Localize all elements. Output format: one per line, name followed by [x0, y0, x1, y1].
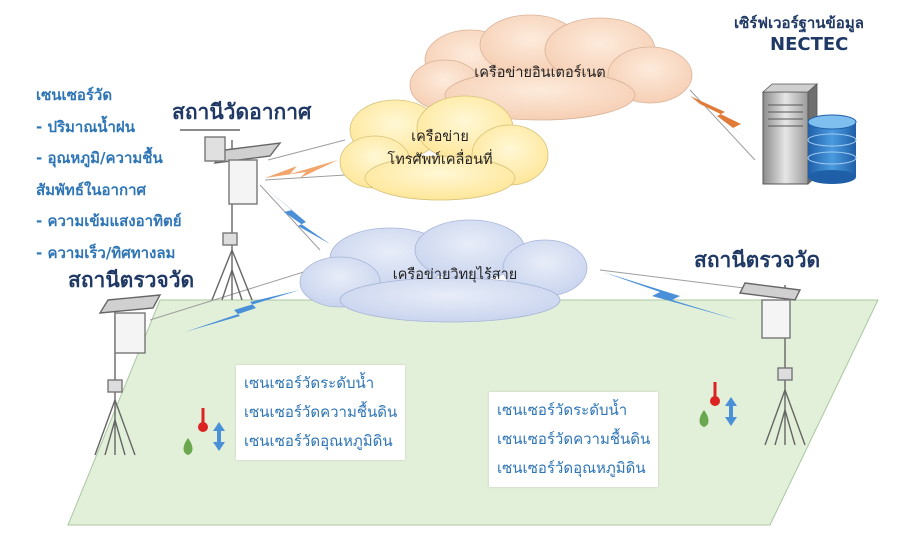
- field-sensor-item: เซนเซอร์วัดระดับน้ำ: [244, 374, 375, 392]
- lightning-bolt-icon: [258, 182, 330, 244]
- server-name: NECTEC: [770, 34, 849, 55]
- water-drop-icon: [183, 438, 193, 455]
- right-monitoring-station-icon: [738, 282, 806, 446]
- server-label: เซิร์ฟเวอร์ฐานข้อมูล: [734, 14, 864, 32]
- field-sensor-item: เซนเซอร์วัดความชื้นดิน: [497, 430, 651, 448]
- weather-sensor-heading: เซนเซอร์วัด: [36, 86, 113, 104]
- weather-sensor-item: สัมพัทธ์ในอากาศ: [36, 180, 147, 199]
- database-icon: [807, 114, 857, 184]
- field-sensor-item: เซนเซอร์วัดระดับน้ำ: [497, 401, 628, 419]
- field-sensor-item: เซนเซอร์วัดความชื้นดิน: [244, 403, 398, 421]
- internet-label: เครือข่ายอินเตอร์เนต: [474, 65, 606, 81]
- level-arrow-icon: [213, 422, 225, 451]
- weather-station-icon: [180, 129, 282, 301]
- field-sensor-card-right: เซนเซอร์วัดระดับน้ำ เซนเซอร์วัดความชื้นด…: [489, 392, 659, 487]
- weather-sensor-item: - ความเข้มแสงอาทิตย์: [36, 212, 182, 230]
- connector-lines: [149, 89, 761, 321]
- left-monitoring-station-icon: [94, 294, 162, 456]
- field-sensor-card-left: เซนเซอร์วัดระดับน้ำ เซนเซอร์วัดความชื้นด…: [236, 365, 406, 460]
- level-arrow-icon: [725, 397, 737, 426]
- weather-sensor-list: เซนเซอร์วัด - ปริมาณน้ำฝน - อุณหภูมิ/ควา…: [36, 80, 181, 269]
- radio-network-label: เครือข่ายวิทยุไร้สาย: [392, 267, 518, 283]
- weather-station-title: สถานีวัดอากาศ: [172, 100, 312, 124]
- mobile-network-cloud: [339, 95, 549, 201]
- right-station-title: สถานีตรวจวัด: [694, 248, 821, 272]
- weather-sensor-item: - อุณหภูมิ/ความชื้น: [36, 149, 163, 167]
- left-station-title: สถานีตรวจวัด: [68, 268, 195, 292]
- field-area: [67, 299, 879, 526]
- lightning-bolt-icon: [265, 160, 338, 178]
- thermometer-icon: [710, 382, 720, 406]
- water-drop-icon: [699, 410, 709, 427]
- lightning-bolt-icon: [603, 272, 738, 320]
- thermometer-icon: [198, 408, 208, 432]
- lightning-bolt-icon: [185, 290, 300, 332]
- radio-network-cloud: [299, 219, 588, 323]
- field-sensor-item: เซนเซอร์วัดอุณหภูมิดิน: [497, 459, 646, 477]
- weather-sensor-item: - ปริมาณน้ำฝน: [36, 117, 135, 136]
- server-icon: [761, 83, 819, 185]
- weather-sensor-item: - ความเร็ว/ทิศทางลม: [36, 243, 176, 262]
- field-sensor-item: เซนเซอร์วัดอุณหภูมิดิน: [244, 432, 393, 450]
- mobile-network-line1: เครือข่าย: [411, 129, 469, 145]
- mobile-network-line2: โทรศัพท์เคลื่อนที่: [387, 152, 493, 168]
- mobile-network-label: เครือข่าย โทรศัพท์เคลื่อนที่: [375, 126, 505, 172]
- lightning-bolt-icon: [690, 96, 752, 142]
